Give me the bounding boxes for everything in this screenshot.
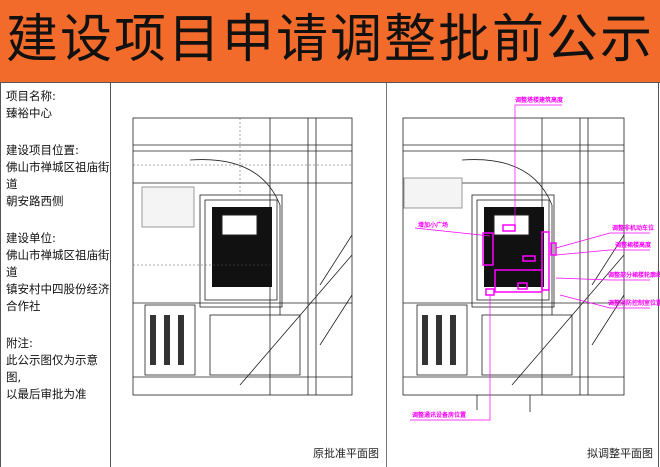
annotation-telecom-room: 调整通讯设备房位置 [412, 411, 466, 419]
page-title: 建设项目申请调整批前公示 [5, 10, 654, 70]
annotation-small-plaza: 增加小广场 [418, 221, 448, 229]
original-plan-caption: 原批准平面图 [313, 447, 379, 460]
unit-line: 镇安村中四股份经济 [6, 282, 110, 296]
panel-divider [386, 83, 387, 467]
note-line: 以最后审批为准 [6, 387, 87, 401]
project-name-label: 项目名称: [6, 89, 56, 103]
location-line: 佛山市禅城区祖庙街道 [6, 160, 110, 191]
unit-line: 合作社 [6, 299, 41, 313]
unit-line: 佛山市禅城区祖庙街道 [6, 248, 110, 279]
note-line: 此公示图仅为示意图, [6, 353, 98, 384]
annotation-podium-outline: 调整部分裙楼轮廓线 [608, 271, 660, 279]
location-label: 建设项目位置: [6, 143, 79, 157]
project-name: 臻裕中心 [6, 106, 52, 120]
annotation-podium-height: 调整裙楼高度 [615, 241, 652, 249]
proposed-site-plan: 调整塔楼建筑高度 增加小广场 调整非机动车位 调整裙楼高度 调整部分裙楼轮廓线 … [402, 96, 660, 421]
original-site-plan [132, 117, 353, 396]
project-info-panel: 项目名称: 臻裕中心 建设项目位置: 佛山市禅城区祖庙街道 朝安路西侧 建设单位… [0, 83, 111, 467]
content-frame [0, 83, 659, 467]
unit-label: 建设单位: [6, 231, 56, 245]
header-banner: 建设项目申请调整批前公示 [0, 0, 660, 83]
proposed-plan-caption: 拟调整平面图 [587, 447, 653, 460]
annotation-fire-control-room: 调整消防控制室位置 [608, 299, 660, 307]
note-label: 附注: [6, 336, 33, 350]
annotation-bike-parking: 调整非机动车位 [612, 224, 654, 232]
annotation-tower-height: 调整塔楼建筑高度 [515, 96, 564, 104]
location-line: 朝安路西侧 [6, 194, 64, 208]
